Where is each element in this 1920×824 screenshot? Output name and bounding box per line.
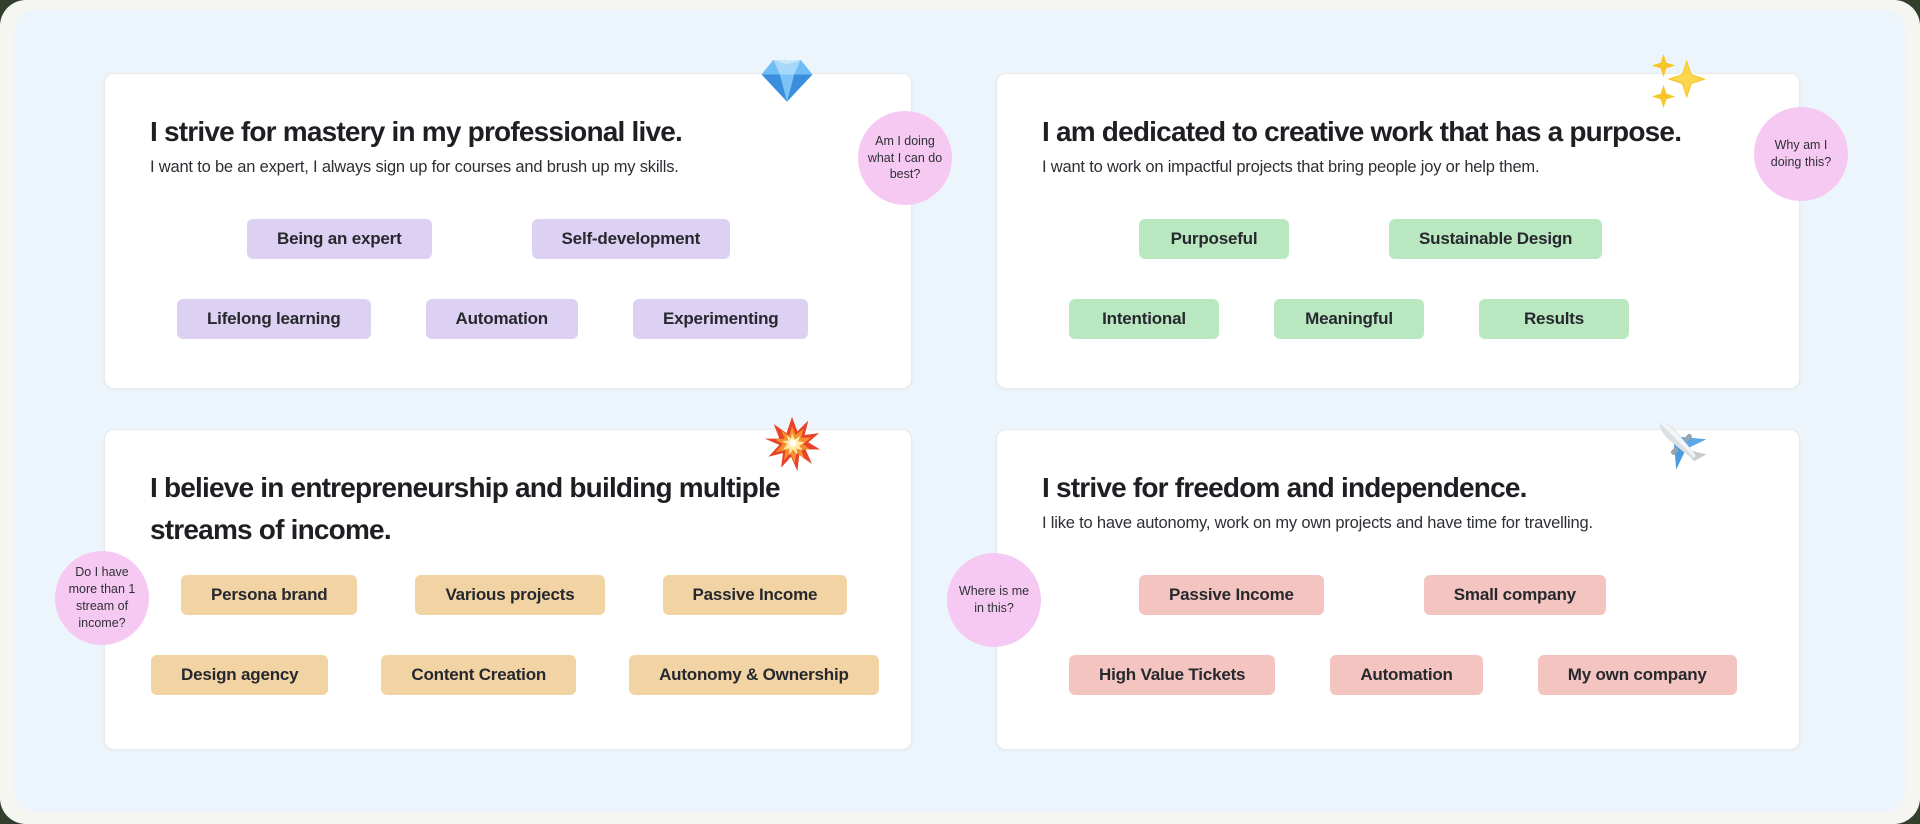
- tag[interactable]: Self-development: [531, 219, 731, 259]
- card-subtitle: I want to be an expert, I always sign up…: [150, 158, 679, 176]
- tag[interactable]: Results: [1479, 299, 1629, 339]
- card-title: I believe in entrepreneurship and buildi…: [150, 472, 781, 545]
- sticky-note[interactable]: Am I doing what I can do best?: [858, 111, 952, 205]
- tags-row: Purposeful Sustainable Design: [1139, 219, 1603, 259]
- card-entrepreneurship[interactable]: I believe in entrepreneurship and buildi…: [104, 429, 912, 750]
- card-title: I strive for mastery in my professional …: [150, 116, 683, 147]
- tag[interactable]: Content Creation: [381, 655, 577, 695]
- whiteboard-canvas[interactable]: I strive for mastery in my professional …: [14, 10, 1906, 812]
- tag[interactable]: Experimenting: [632, 299, 809, 339]
- card-subtitle: I want to work on impactful projects tha…: [1042, 158, 1540, 176]
- tags-row: Intentional Meaningful Results: [1069, 299, 1629, 339]
- collision-emoji-icon[interactable]: [763, 415, 821, 473]
- tags-row: Persona brand Various projects Passive I…: [181, 575, 848, 615]
- tag[interactable]: Meaningful: [1274, 299, 1424, 339]
- card-title: I strive for freedom and independence.: [1042, 472, 1527, 503]
- tags-row: Design agency Content Creation Autonomy …: [151, 655, 879, 695]
- tag[interactable]: Persona brand: [181, 575, 358, 615]
- sticky-note[interactable]: Do I have more than 1 stream of income?: [55, 551, 149, 645]
- card-title: I am dedicated to creative work that has…: [1042, 116, 1682, 147]
- tag[interactable]: Purposeful: [1139, 219, 1289, 259]
- card-creative-purpose[interactable]: I am dedicated to creative work that has…: [996, 73, 1800, 389]
- gem-emoji-icon[interactable]: [758, 50, 816, 108]
- sticky-note[interactable]: Why am I doing this?: [1754, 107, 1848, 201]
- card-freedom[interactable]: I strive for freedom and independence. I…: [996, 429, 1800, 750]
- airplane-emoji-icon[interactable]: [1648, 411, 1710, 473]
- tag[interactable]: Automation: [425, 299, 578, 339]
- card-subtitle: I like to have autonomy, work on my own …: [1042, 514, 1593, 532]
- tags-row: Lifelong learning Automation Experimenti…: [177, 299, 809, 339]
- tag[interactable]: Intentional: [1069, 299, 1219, 339]
- tag[interactable]: Being an expert: [247, 219, 432, 259]
- tag[interactable]: Passive Income: [662, 575, 848, 615]
- sticky-note[interactable]: Where is me in this?: [947, 553, 1041, 647]
- card-mastery[interactable]: I strive for mastery in my professional …: [104, 73, 912, 389]
- tags-row: Being an expert Self-development: [247, 219, 731, 259]
- tag[interactable]: Automation: [1330, 655, 1483, 695]
- tag[interactable]: Small company: [1423, 575, 1606, 615]
- tags-row: Passive Income Small company: [1139, 575, 1606, 615]
- tag[interactable]: High Value Tickets: [1069, 655, 1276, 695]
- tags-row: High Value Tickets Automation My own com…: [1069, 655, 1737, 695]
- tag[interactable]: Sustainable Design: [1389, 219, 1603, 259]
- tag[interactable]: Lifelong learning: [177, 299, 371, 339]
- tag[interactable]: My own company: [1537, 655, 1737, 695]
- tag[interactable]: Autonomy & Ownership: [629, 655, 879, 695]
- tag[interactable]: Design agency: [151, 655, 329, 695]
- tag[interactable]: Various projects: [415, 575, 605, 615]
- tag[interactable]: Passive Income: [1139, 575, 1324, 615]
- sparkles-emoji-icon[interactable]: [1648, 50, 1710, 112]
